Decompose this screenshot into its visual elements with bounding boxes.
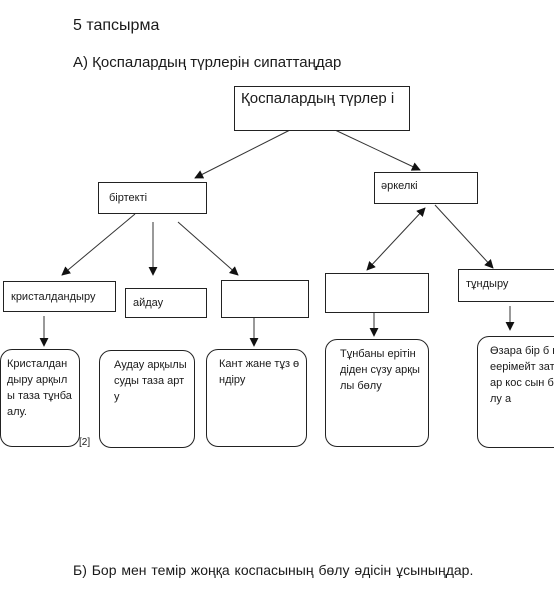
heterogeneous-box: әркелкі (374, 172, 478, 204)
connector-homog-blank (177, 221, 239, 276)
distillation-label: айдау (133, 297, 164, 309)
sugar-desc: Кант жане тұз өндіру (219, 358, 300, 386)
connector-root-homogeneous (194, 129, 291, 179)
filtration-desc: Тұнбаны ерітіндіден сүзу арқылы бөлу (340, 348, 420, 392)
crystallization-label: кристалдандыру (11, 291, 96, 303)
distillation-box: айдау (125, 288, 207, 318)
connector-heterog-filtration (366, 207, 426, 271)
distillation-desc-box: Аудау арқылы суды таза арту (99, 350, 195, 448)
settling-desc-box: Өзара бір б ндеерімейт заттар кос сын бө… (477, 336, 554, 448)
root-label: Қоспалардың түрлер і (241, 90, 395, 107)
homogeneous-label: біртекті (109, 192, 148, 204)
sugar-desc-box: Кант жане тұз өндіру (206, 349, 307, 447)
crystallization-box: кристалдандыру (3, 281, 116, 312)
settling-label: тұндыру (466, 278, 509, 290)
blank-method-box (221, 280, 309, 318)
crystallization-desc-box: Кристалдандыру арқылы таза тұнба алу. (0, 349, 80, 447)
connector-root-heterogeneous (334, 129, 421, 171)
root-box: Қоспалардың түрлер і (234, 86, 410, 131)
connector-homog-crystallization (61, 213, 136, 276)
connector-heterog-settling (434, 204, 494, 269)
reference-mark: [2] (79, 437, 91, 448)
homogeneous-box: біртекті (98, 182, 207, 214)
crystallization-desc: Кристалдандыру арқылы таза тұнба алу. (7, 358, 72, 418)
filtration-method-box (325, 273, 429, 313)
heterogeneous-label: әркелкі (381, 180, 418, 192)
distillation-desc: Аудау арқылы суды таза арту (114, 359, 187, 403)
settling-desc: Өзара бір б ндеерімейт заттар кос сын бө… (490, 345, 554, 405)
task-a-prompt: А) Қоспалардың түрлерін сипаттаңдар (73, 54, 342, 71)
task-heading: 5 тапсырма (73, 17, 160, 34)
settling-box: тұндыру (458, 269, 554, 302)
task-b-prompt: Б) Бор мен темір жоңқа коспасының бөлу ә… (73, 562, 474, 578)
filtration-desc-box: Тұнбаны ерітіндіден сүзу арқылы бөлу (325, 339, 429, 447)
